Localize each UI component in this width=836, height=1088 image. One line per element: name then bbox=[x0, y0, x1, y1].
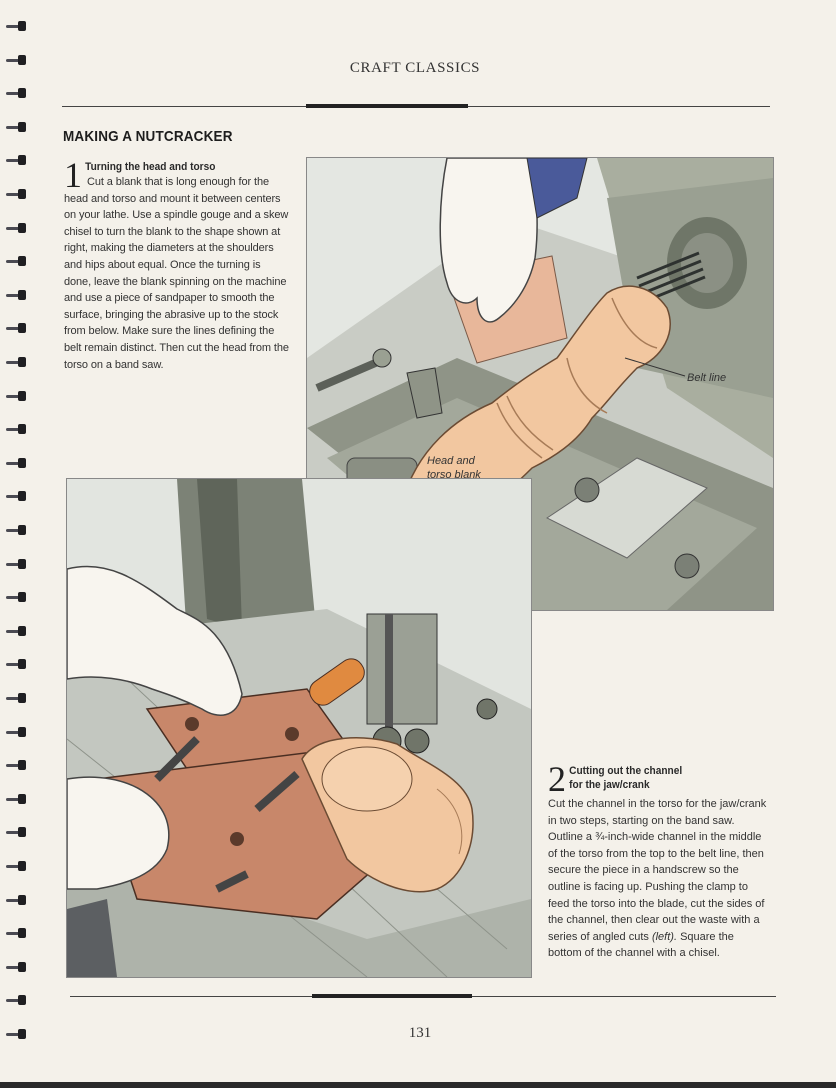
spiral-binding bbox=[0, 0, 40, 1088]
binding-coil bbox=[4, 188, 26, 200]
binding-coil bbox=[4, 658, 26, 670]
binding-coil bbox=[4, 222, 26, 234]
binding-coil bbox=[4, 356, 26, 368]
binding-coil bbox=[4, 625, 26, 637]
binding-coil bbox=[4, 591, 26, 603]
lathe-illustration: Belt line Head and torso blank bbox=[306, 157, 774, 611]
binding-coil bbox=[4, 457, 26, 469]
binding-coil bbox=[4, 87, 26, 99]
binding-coil bbox=[4, 961, 26, 973]
binding-coil bbox=[4, 54, 26, 66]
binding-coil bbox=[4, 289, 26, 301]
binding-coil bbox=[4, 121, 26, 133]
binding-coil bbox=[4, 994, 26, 1006]
binding-coil bbox=[4, 490, 26, 502]
binding-coil bbox=[4, 524, 26, 536]
binding-coil bbox=[4, 759, 26, 771]
binding-coil bbox=[4, 322, 26, 334]
binding-coil bbox=[4, 423, 26, 435]
binding-coil bbox=[4, 255, 26, 267]
step-2-heading-line2: for the jaw/crank bbox=[569, 779, 650, 791]
binding-coil bbox=[4, 558, 26, 570]
header-rule-accent bbox=[306, 104, 468, 108]
binding-coil bbox=[4, 692, 26, 704]
page-number: 131 bbox=[408, 1025, 432, 1041]
step-2-body-part1: Cut the channel in the torso for the jaw… bbox=[548, 798, 767, 943]
step-1-number: 1 bbox=[64, 155, 82, 195]
step-2: 2 Cutting out the channel for the jaw/cr… bbox=[548, 759, 770, 962]
binding-coil bbox=[4, 826, 26, 838]
blank-label-line1: Head and bbox=[427, 455, 476, 467]
bandsaw-illustration bbox=[66, 478, 532, 978]
binding-coil bbox=[4, 927, 26, 939]
footer-rule-accent bbox=[312, 994, 472, 998]
binding-coil bbox=[4, 894, 26, 906]
step-2-body: Cut the channel in the torso for the jaw… bbox=[548, 794, 770, 962]
step-2-body-part2: Square the bottom of the channel with a … bbox=[548, 930, 734, 960]
step-2-number: 2 bbox=[548, 759, 566, 799]
lathe-drawing: Belt line Head and torso blank bbox=[307, 158, 773, 610]
binding-coil bbox=[4, 154, 26, 166]
binding-coil bbox=[4, 793, 26, 805]
step-2-body-italic: (left). bbox=[651, 930, 678, 943]
step-1-body: Cut a blank that is long enough for the … bbox=[64, 176, 289, 371]
binding-coil bbox=[4, 390, 26, 402]
binding-coil bbox=[4, 860, 26, 872]
belt-line-label: Belt line bbox=[687, 372, 726, 384]
step-1: 1 Turning the head and torso Cut a blank… bbox=[64, 155, 290, 373]
step-1-heading: Turning the head and torso bbox=[85, 161, 216, 173]
binding-coil bbox=[4, 726, 26, 738]
binding-coil bbox=[4, 1028, 26, 1040]
step-2-heading-line1: Cutting out the channel bbox=[569, 765, 683, 777]
binding-coil bbox=[4, 20, 26, 32]
bandsaw-drawing bbox=[67, 479, 531, 977]
page-edge-shadow bbox=[0, 1082, 836, 1088]
section-title: MAKING A NUTCRACKER bbox=[63, 128, 233, 145]
running-header: CRAFT CLASSICS bbox=[349, 60, 481, 76]
